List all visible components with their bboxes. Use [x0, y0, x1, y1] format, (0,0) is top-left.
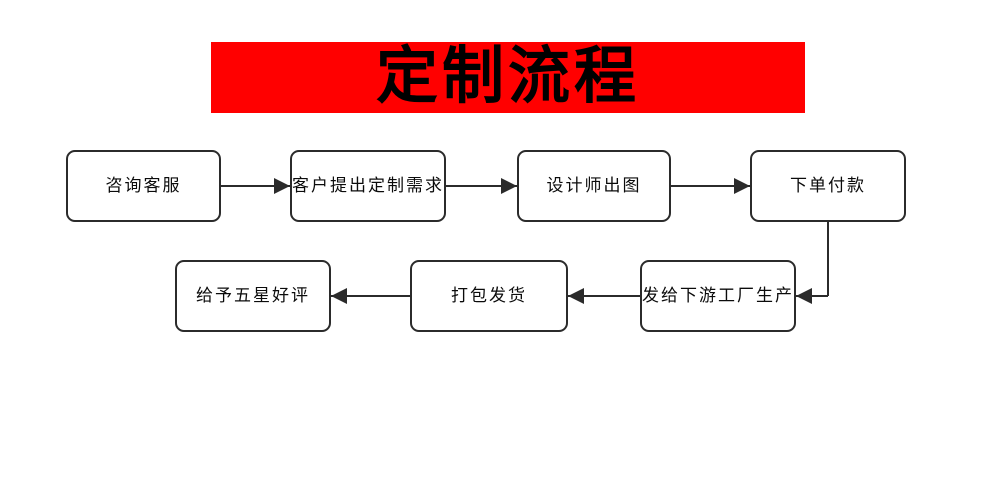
- flow-node-customer-requirements[interactable]: 客户提出定制需求: [290, 150, 446, 222]
- arrow-head-left-icon: [331, 288, 347, 304]
- flow-node-label: 下单付款: [790, 175, 866, 196]
- flow-node-pack-and-ship[interactable]: 打包发货: [410, 260, 568, 332]
- arrow-head-right-icon: [501, 178, 517, 194]
- arrow-head-left-icon: [796, 288, 812, 304]
- flow-node-label: 发给下游工厂生产: [642, 285, 794, 306]
- flow-node-label: 给予五星好评: [196, 285, 310, 306]
- arrow-head-left-icon: [568, 288, 584, 304]
- connector-line-factory-to-pack: [568, 295, 640, 297]
- connector-line-order-to-factory-vertical: [827, 222, 829, 296]
- flow-node-designer-drawing[interactable]: 设计师出图: [517, 150, 671, 222]
- title-banner: [211, 42, 805, 113]
- flow-node-label: 咨询客服: [105, 175, 182, 196]
- arrow-head-right-icon: [734, 178, 750, 194]
- page-title: 定制流程: [375, 38, 640, 112]
- flow-node-label: 设计师出图: [546, 175, 642, 196]
- connector-line-requirements-to-designer: [446, 185, 517, 187]
- flow-node-label: 客户提出定制需求: [292, 175, 444, 196]
- connector-line-designer-to-order: [671, 185, 750, 187]
- flow-node-consult-service[interactable]: 咨询客服: [66, 150, 221, 222]
- flow-node-five-star-review[interactable]: 给予五星好评: [175, 260, 331, 332]
- flow-node-send-to-factory[interactable]: 发给下游工厂生产: [640, 260, 796, 332]
- connector-line-pack-to-review: [331, 295, 410, 297]
- connector-line-consult-to-requirements: [221, 185, 290, 187]
- flow-node-label: 打包发货: [451, 285, 527, 306]
- flow-node-place-order-payment[interactable]: 下单付款: [750, 150, 906, 222]
- connector-line-order-to-factory-horizontal: [796, 295, 828, 297]
- arrow-head-right-icon: [274, 178, 290, 194]
